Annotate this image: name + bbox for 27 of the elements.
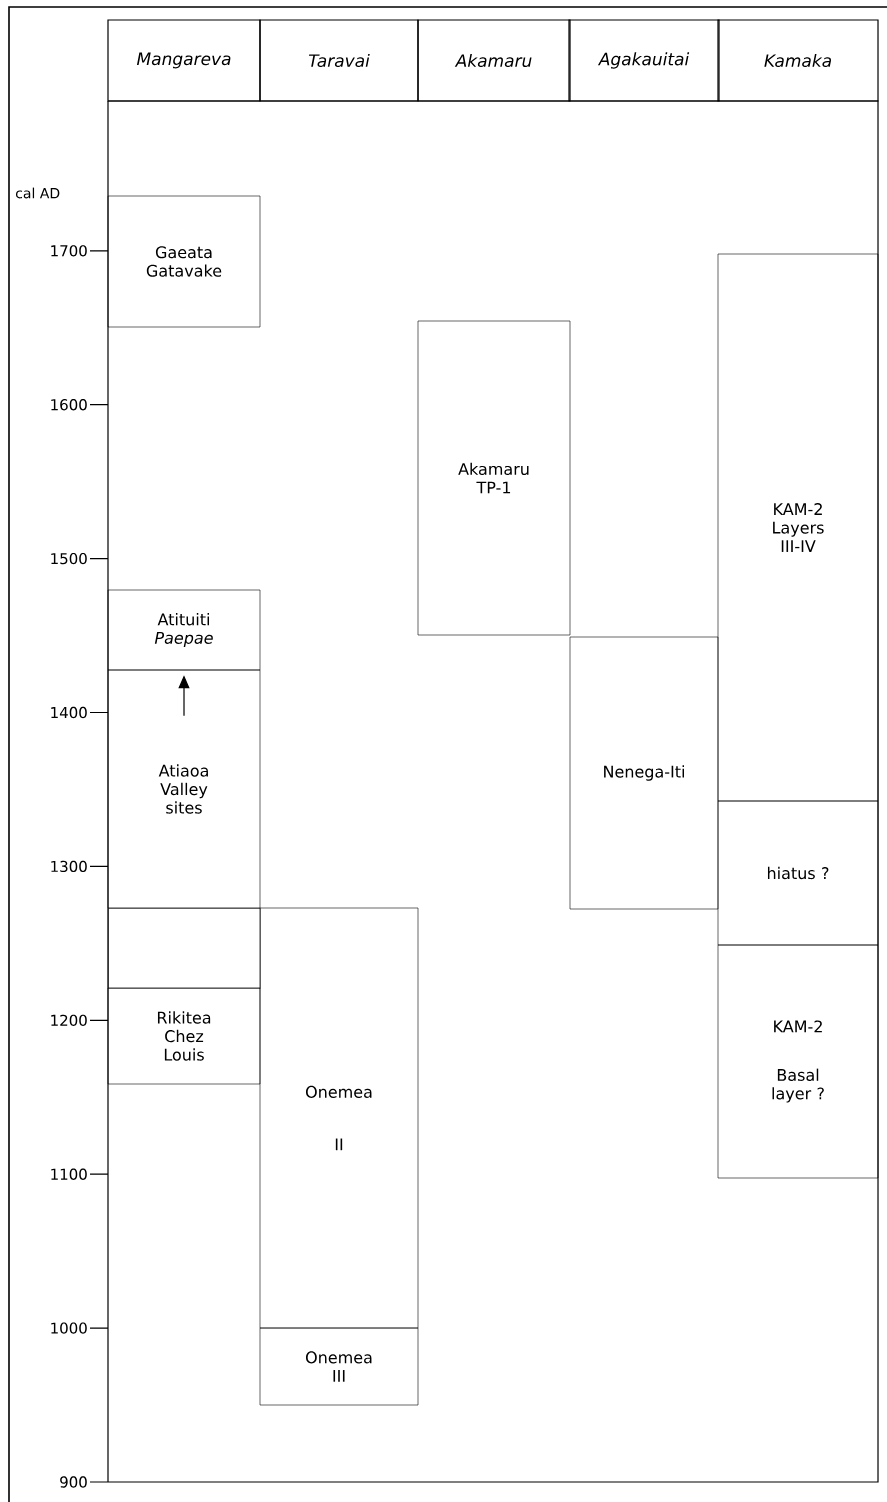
tick-label: 1300: [51, 860, 87, 873]
date-range-box: KAM-2 Basal layer ?: [717, 944, 879, 1179]
column-header: Mangareva: [107, 19, 261, 102]
date-range-box: hiatus ?: [717, 800, 879, 946]
date-range-box: Atituiti Paepae: [107, 589, 261, 671]
date-range-box: Akamaru TP-1: [417, 320, 571, 636]
column-header: Agakauitai: [568, 19, 720, 102]
tick-label: 1400: [51, 706, 87, 719]
tick-label: 1200: [51, 1014, 87, 1026]
tick-label: 900: [60, 1476, 87, 1488]
tick-label: 1500: [51, 552, 87, 565]
empty-box: [108, 908, 261, 989]
date-range-box: Nenega-Iti: [569, 636, 719, 910]
axis-label: cal AD: [15, 187, 60, 199]
date-range-box: KAM-2 Layers III-IV: [717, 253, 879, 802]
date-range-box: Onemea II: [259, 907, 419, 1329]
date-range-box: Gaeata Gatavake: [107, 195, 261, 328]
column-header: Akamaru: [417, 19, 571, 102]
date-range-box: Rikitea Chez Louis: [107, 987, 261, 1085]
date-range-box: Atiaoa Valley sites: [107, 669, 261, 909]
tick-label: 1000: [51, 1322, 87, 1334]
column-header: Taravai: [259, 19, 419, 102]
column-header: Kamaka: [717, 19, 879, 102]
date-range-box: Onemea III: [259, 1327, 419, 1406]
tick-label: 1600: [51, 399, 87, 411]
tick-label: 1700: [51, 245, 87, 257]
tick-label: 1100: [51, 1168, 87, 1180]
